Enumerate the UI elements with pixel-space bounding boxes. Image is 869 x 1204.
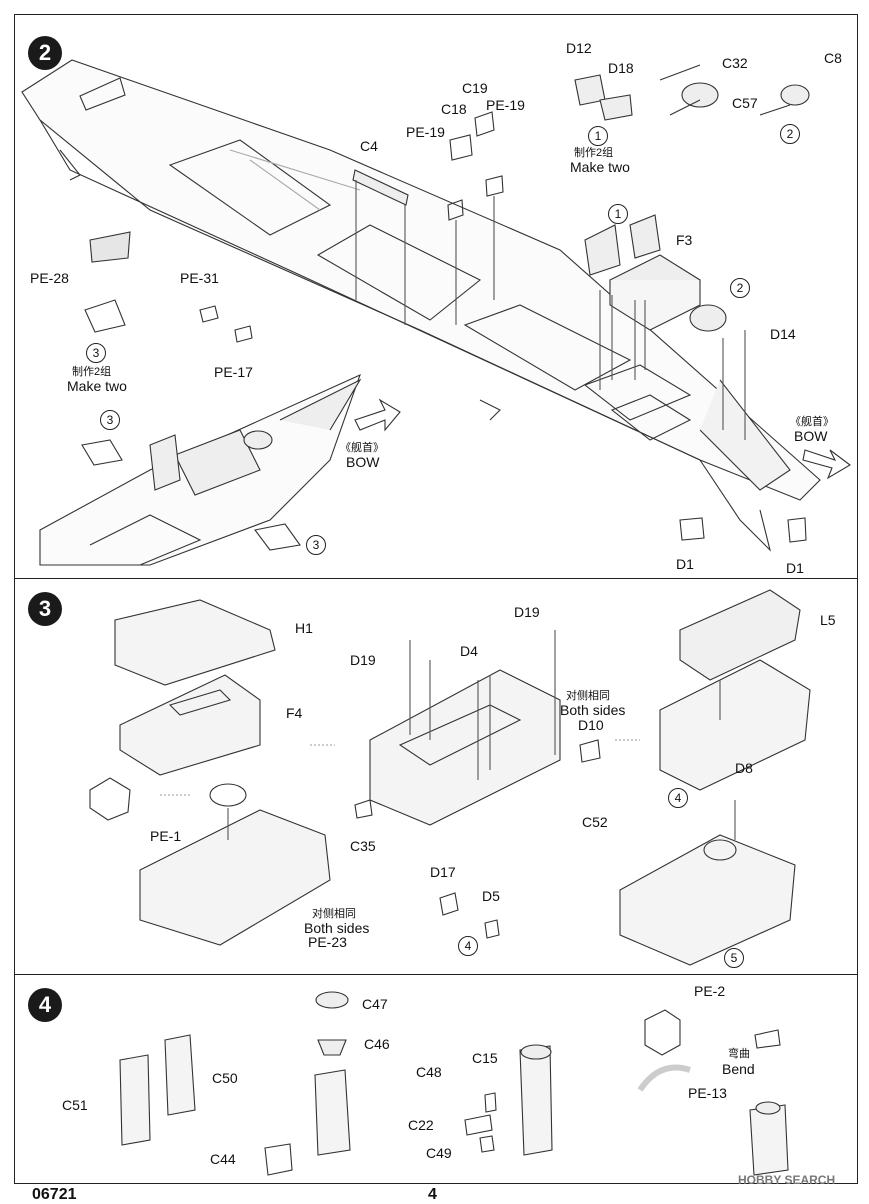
bend-cn: 弯曲: [728, 1048, 750, 1060]
part-label-d18: D18: [608, 60, 634, 76]
step-3-badge: 3: [28, 592, 62, 626]
make-two-en-b: Make two: [67, 378, 127, 394]
part-label-pe19-left: PE-19: [406, 124, 445, 140]
part-label-d19-left: D19: [350, 652, 376, 668]
section-divider-3-4: [14, 974, 858, 975]
substep-circle-2-b: 2: [730, 278, 750, 298]
bow-en-left: BOW: [346, 454, 380, 470]
part-label-pe17: PE-17: [214, 364, 253, 380]
part-label-pe28: PE-28: [30, 270, 69, 286]
part-label-c46: C46: [364, 1036, 390, 1052]
bow-cn-left: 《舰首》: [340, 442, 384, 454]
substep-circle-3-c: 3: [306, 535, 326, 555]
part-label-pe1: PE-1: [150, 828, 182, 844]
part-label-f4: F4: [286, 705, 303, 721]
part-label-d4: D4: [460, 643, 478, 659]
watermark: HOBBY SEARCH: [738, 1173, 836, 1187]
bow-en-right: BOW: [794, 428, 828, 444]
substep-circle-1: 1: [588, 126, 608, 146]
part-label-c50: C50: [212, 1070, 238, 1086]
part-label-d5: D5: [482, 888, 500, 904]
page-number: 4: [428, 1186, 437, 1203]
make-two-en: Make two: [570, 159, 630, 175]
bend-en: Bend: [722, 1061, 755, 1077]
part-label-pe2: PE-2: [694, 983, 726, 999]
part-label-d17: D17: [430, 864, 456, 880]
step-4-badge: 4: [28, 988, 62, 1022]
part-label-l5: L5: [820, 612, 836, 628]
part-label-c48: C48: [416, 1064, 442, 1080]
make-two-cn: 制作2组: [574, 147, 614, 159]
part-label-pe13: PE-13: [688, 1085, 727, 1101]
section-divider-2-3: [14, 578, 858, 579]
part-label-c22: C22: [408, 1117, 434, 1133]
part-label-h1: H1: [295, 620, 313, 636]
part-label-c32: C32: [722, 55, 748, 71]
both-sides-cn-left: 对侧相同: [312, 908, 356, 920]
part-label-c57: C57: [732, 95, 758, 111]
make-two-cn-b: 制作2组: [72, 366, 112, 378]
substep-circle-4: 4: [458, 936, 478, 956]
bow-cn-right: 《舰首》: [790, 416, 834, 428]
part-label-c51: C51: [62, 1097, 88, 1113]
part-label-d1-right: D1: [786, 560, 804, 576]
part-label-pe19-right: PE-19: [486, 97, 525, 113]
part-label-d10: D10: [578, 717, 604, 733]
step-2-badge: 2: [28, 36, 62, 70]
part-label-c19: C19: [462, 80, 488, 96]
part-label-d14: D14: [770, 326, 796, 342]
substep-circle-3-b: 3: [100, 410, 120, 430]
part-label-pe23: PE-23: [308, 934, 347, 950]
part-label-pe31: PE-31: [180, 270, 219, 286]
part-label-c49: C49: [426, 1145, 452, 1161]
product-code: 06721: [32, 1186, 77, 1203]
part-label-c47: C47: [362, 996, 388, 1012]
substep-circle-4-b: 4: [668, 788, 688, 808]
substep-circle-3: 3: [86, 343, 106, 363]
both-sides-cn-right: 对侧相同: [566, 690, 610, 702]
page-frame: [14, 14, 858, 1184]
part-label-d1-left: D1: [676, 556, 694, 572]
part-label-d19-top: D19: [514, 604, 540, 620]
substep-circle-1-b: 1: [608, 204, 628, 224]
part-label-c4: C4: [360, 138, 378, 154]
part-label-c8: C8: [824, 50, 842, 66]
part-label-c15: C15: [472, 1050, 498, 1066]
part-label-f3: F3: [676, 232, 693, 248]
substep-circle-5: 5: [724, 948, 744, 968]
part-label-c35: C35: [350, 838, 376, 854]
part-label-c18: C18: [441, 101, 467, 117]
substep-circle-2: 2: [780, 124, 800, 144]
part-label-d12: D12: [566, 40, 592, 56]
part-label-d8: D8: [735, 760, 753, 776]
part-label-c44: C44: [210, 1151, 236, 1167]
part-label-c52: C52: [582, 814, 608, 830]
both-sides-en-left: Both sides: [304, 920, 370, 936]
both-sides-en-right: Both sides: [560, 702, 626, 718]
